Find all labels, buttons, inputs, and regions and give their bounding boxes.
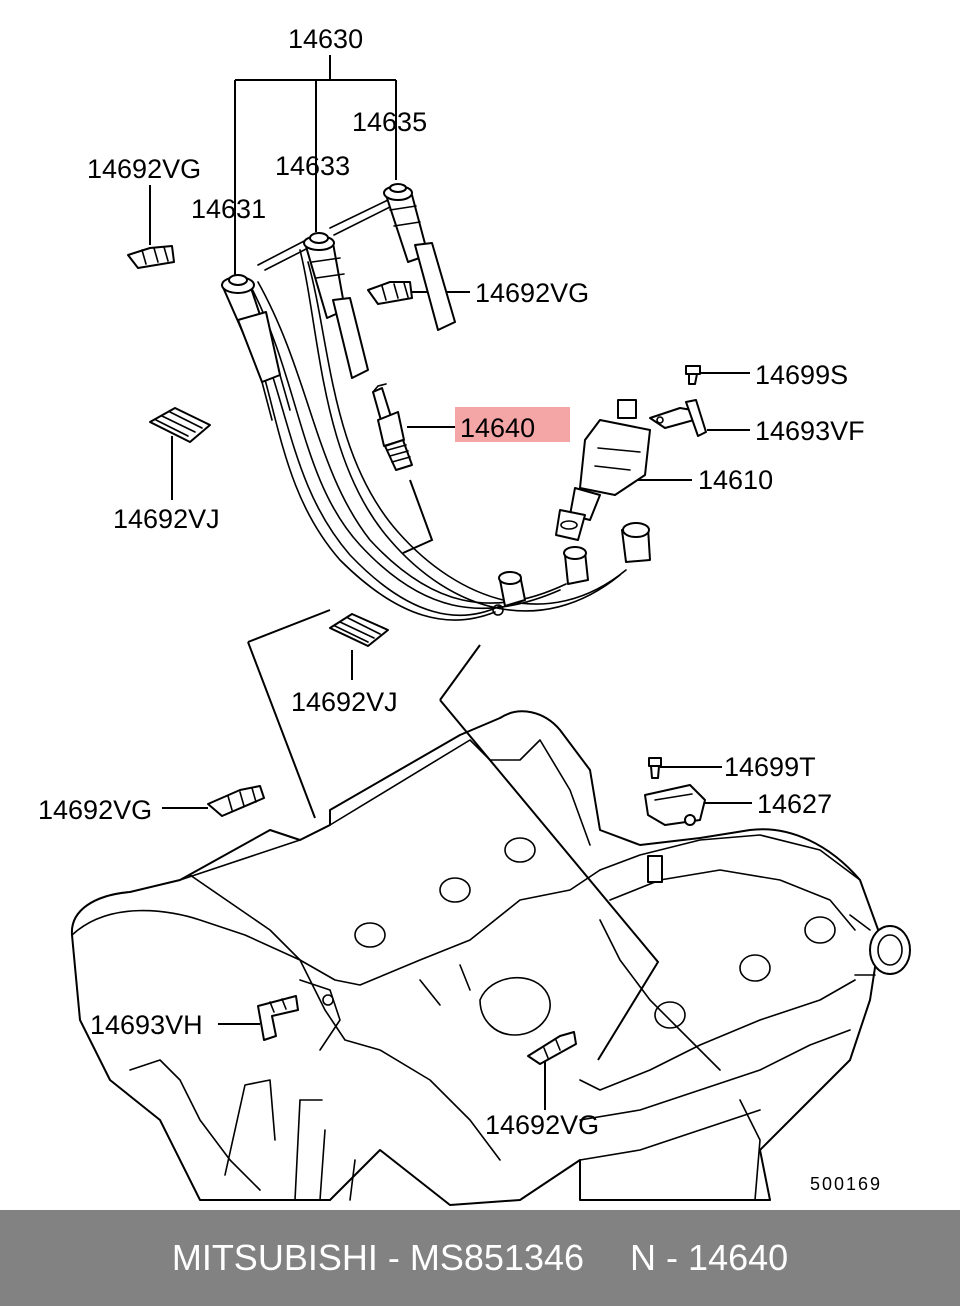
cable-boots <box>221 183 651 616</box>
spark-plug-14640 <box>372 383 413 471</box>
boot-14631 <box>221 274 291 421</box>
label-14633: 14633 <box>275 151 350 181</box>
label-14692vg-bottom: 14692VG <box>485 1110 599 1140</box>
label-14692vj-left: 14692VJ <box>113 504 220 534</box>
label-14692vg-left: 14692VG <box>38 795 152 825</box>
drawing-code: 500169 <box>810 1174 882 1194</box>
footer-brand: MITSUBISHI <box>171 1237 378 1278</box>
footer-separator <box>400 1237 410 1279</box>
label-14692vg-top: 14692VG <box>87 154 201 184</box>
label-14692vj-mid: 14692VJ <box>291 687 398 717</box>
label-14692vg-mid: 14692VG <box>475 278 589 308</box>
leader-lines <box>149 55 752 1110</box>
label-14630: 14630 <box>288 24 363 54</box>
bolt-14699t <box>648 757 662 779</box>
footer-bar: MITSUBISHI - MS851346 N - 14640 <box>0 1210 960 1306</box>
boot-14635 <box>383 183 456 331</box>
clamp-14693vh <box>257 995 299 1041</box>
label-14693vf: 14693VF <box>755 416 865 446</box>
boot-14633 <box>303 232 369 379</box>
clamp-14692vg-mid <box>367 281 413 305</box>
label-14640: 14640 <box>460 413 535 443</box>
label-14631: 14631 <box>191 194 266 224</box>
footer-separator <box>656 1237 666 1279</box>
clamp-14692vg-left <box>207 785 265 817</box>
engine-block <box>70 710 911 1206</box>
footer-part-number: MS851346 <box>409 1237 585 1278</box>
hardware <box>644 365 707 826</box>
bracket-14693vf <box>649 399 707 437</box>
label-14610: 14610 <box>698 465 773 495</box>
parts-diagram: 14630 14635 14633 14692VG 14631 14692VG … <box>38 24 911 1206</box>
clamp-14692vg-bottom <box>527 1031 577 1065</box>
clamp-14692vj-left <box>149 407 211 443</box>
footer-ref-prefix: N <box>630 1237 657 1278</box>
footer-dash: - <box>387 1237 400 1278</box>
label-14627: 14627 <box>757 789 832 819</box>
bolt-14699s <box>685 365 701 385</box>
coil-end-boots <box>492 522 651 616</box>
clamp-14692vj-mid <box>329 613 389 647</box>
part-labels: 14630 14635 14633 14692VG 14631 14692VG … <box>38 24 882 1194</box>
label-14693vh: 14693VH <box>90 1010 203 1040</box>
clamp-14692vg-top <box>127 245 175 269</box>
footer-separator <box>678 1237 688 1279</box>
footer-separator <box>378 1237 388 1279</box>
highlight-box <box>455 407 570 442</box>
label-14699t: 14699T <box>724 752 816 782</box>
footer-dash: - <box>666 1237 679 1278</box>
footer-ref-number: 14640 <box>688 1237 789 1278</box>
clamps <box>127 245 577 1065</box>
label-14635: 14635 <box>352 107 427 137</box>
sensor-14627 <box>644 784 706 826</box>
label-14699s: 14699S <box>755 360 848 390</box>
ignition-coil-14610 <box>555 399 651 541</box>
